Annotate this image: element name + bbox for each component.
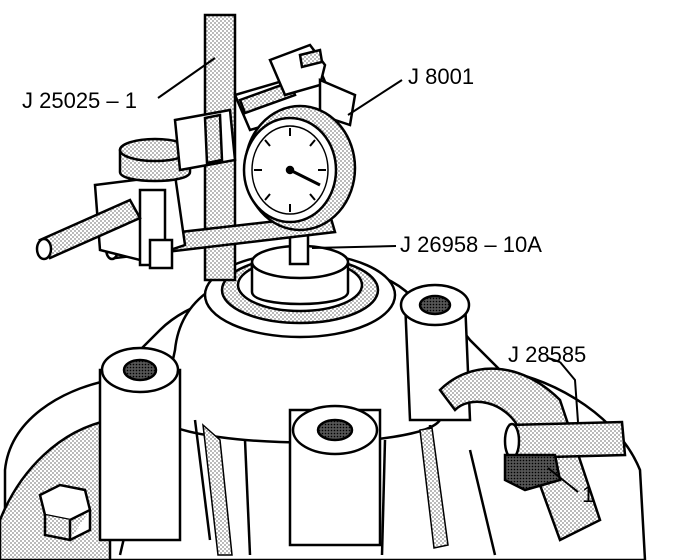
callout-j28585: J 28585 [508,342,587,367]
leader-lines [157,57,579,493]
callout-item-1: 1 [582,482,595,507]
gauge-plate [250,226,350,306]
indicator-bracket [173,43,357,172]
clamp-block [35,137,192,270]
dial-indicator [242,104,357,232]
boss-left [100,346,180,394]
callout-j26958-10a: J 26958 – 10A [400,232,542,257]
boss-center [291,404,379,456]
callout-j25025-1: J 25025 – 1 [22,88,137,113]
boss-right [399,283,471,327]
callout-j8001: J 8001 [408,64,475,89]
bar-tool [503,420,627,492]
